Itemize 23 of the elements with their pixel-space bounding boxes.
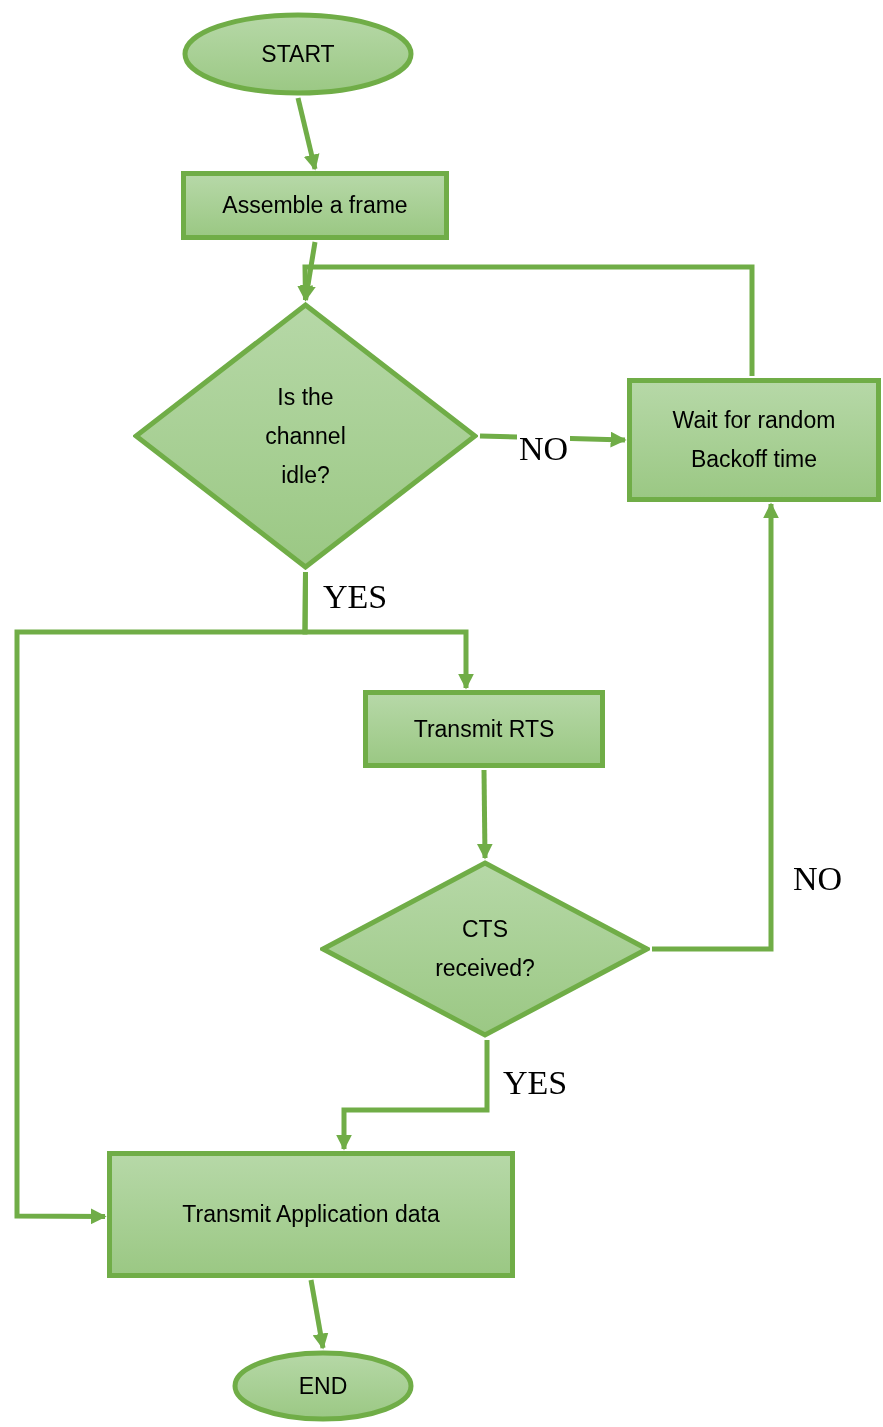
- process-box: [107, 1151, 515, 1278]
- node-text: START: [261, 39, 335, 69]
- arrow: [336, 1040, 490, 1151]
- node-text: Is the channel idle?: [264, 382, 347, 490]
- terminator-ellipse: [182, 12, 414, 96]
- process-box: [627, 378, 881, 502]
- node-text: END: [298, 1371, 348, 1401]
- arrow: [308, 1279, 329, 1350]
- node-text: Transmit RTS: [413, 714, 555, 744]
- arrow: [295, 97, 320, 171]
- decision-diamond: [133, 302, 478, 570]
- process-box: [363, 690, 605, 768]
- arrow: [652, 502, 779, 952]
- terminator-ellipse: [232, 1350, 414, 1422]
- arrow: [297, 264, 755, 376]
- arrow: [476, 769, 493, 860]
- node-text: Wait for random Backoff time: [671, 406, 837, 474]
- node-text: CTS received?: [434, 915, 536, 983]
- node-text: Assemble a frame: [222, 191, 408, 220]
- arrow: [14, 571, 308, 1225]
- process-box: [181, 171, 449, 240]
- decision-diamond: [320, 860, 650, 1038]
- node-text: Transmit Application data: [182, 1200, 440, 1229]
